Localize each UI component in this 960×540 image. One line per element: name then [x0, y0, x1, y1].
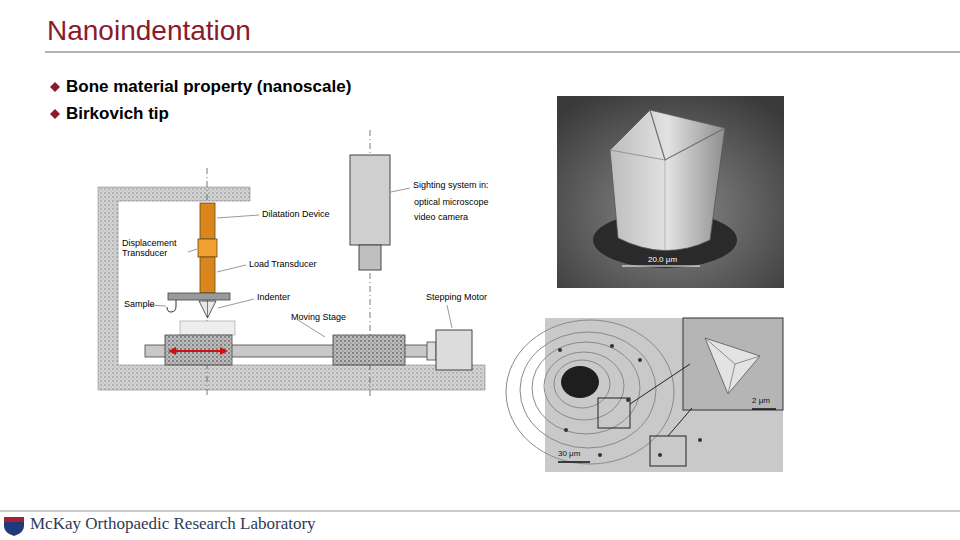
footer-text: McKay Orthopaedic Research Laboratory [30, 514, 316, 534]
part-label: Dilatation Device [262, 209, 330, 219]
part-label: Sample [124, 299, 155, 309]
load-column [167, 203, 230, 318]
stepping-motor [427, 330, 472, 370]
part-label: Moving Stage [291, 312, 346, 322]
part-label: video camera [414, 212, 468, 222]
bullet-mark [50, 82, 60, 92]
leader-line [148, 188, 452, 337]
footer-rule [0, 510, 960, 511]
part-label: Load Transducer [249, 259, 317, 269]
part-label: Displacement Transducer [122, 238, 188, 259]
header-rule [45, 51, 960, 53]
part-label: optical microscope [414, 197, 489, 207]
bullet-text: Birkovich tip [66, 104, 169, 124]
sample-block [180, 321, 235, 335]
slide-title: Nanoindentation [47, 15, 251, 47]
scale-label: 2 μm [752, 396, 770, 405]
penn-shield [4, 517, 24, 536]
scale-label: 20.0 μm [648, 255, 677, 264]
part-label: Sighting system in: [413, 180, 489, 190]
bullet-mark [50, 109, 60, 119]
microscope [350, 155, 390, 270]
scale-label: 30 μm [558, 449, 580, 458]
part-label: Indenter [257, 292, 290, 302]
part-label: Stepping Motor [426, 292, 487, 302]
bone-micrograph [506, 318, 783, 472]
instrument-frame [98, 187, 485, 390]
bullet-text: Bone material property (nanoscale) [66, 77, 351, 97]
moving-stage [145, 335, 435, 365]
sem-tip-photo [557, 96, 784, 288]
